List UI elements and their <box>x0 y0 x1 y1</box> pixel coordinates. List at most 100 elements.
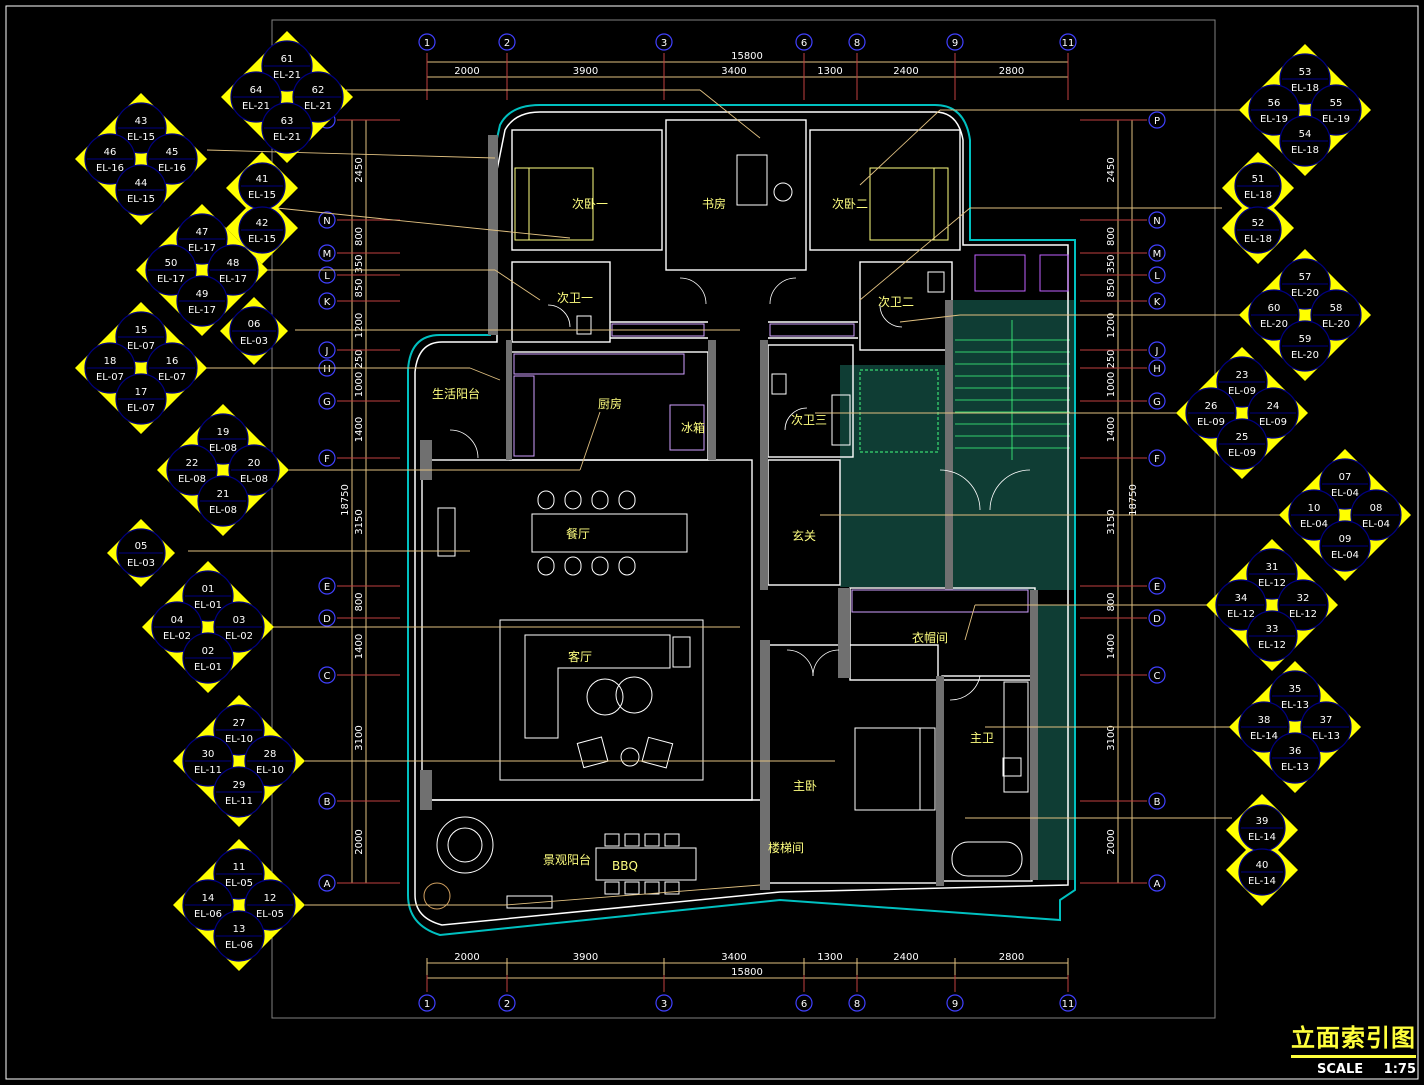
axis-label-row: M <box>323 249 332 260</box>
leader-lines <box>188 89 1280 906</box>
marker-code: EL-09 <box>1259 417 1287 428</box>
marker-number: 03 <box>233 615 246 626</box>
living-set <box>437 507 704 781</box>
marker-code: EL-08 <box>209 505 237 516</box>
marker-number: 30 <box>202 749 215 760</box>
axis-bubble <box>418 994 436 1012</box>
marker-number: 13 <box>233 924 246 935</box>
marker-number: 33 <box>1266 624 1279 635</box>
axis-bubble <box>1059 33 1077 51</box>
marker-number: 48 <box>227 258 240 269</box>
marker-code: EL-20 <box>1291 350 1319 361</box>
axis-label-col: 11 <box>1062 999 1075 1010</box>
axis-label-row: B <box>1154 797 1161 808</box>
axis-bubble <box>848 994 866 1012</box>
axis-bubble <box>318 211 336 229</box>
marker-number: 35 <box>1289 684 1302 695</box>
dim-segment: 350 <box>1106 254 1117 273</box>
marker-code: EL-17 <box>188 305 216 316</box>
dim-segment: 3400 <box>721 952 746 963</box>
marker-diamond <box>1279 449 1411 581</box>
marker-code: EL-17 <box>188 243 216 254</box>
dim-segment: 800 <box>354 592 365 611</box>
stair-top-box-1 <box>974 254 1026 292</box>
axis-bubble <box>1148 392 1166 410</box>
marker-number: 18 <box>104 356 117 367</box>
axis-label-row: L <box>1154 271 1160 282</box>
axis-bubble <box>1148 211 1166 229</box>
dim-segment: 250 <box>354 349 365 368</box>
marker-code: EL-08 <box>178 474 206 485</box>
marker-code: EL-21 <box>273 70 301 81</box>
marker-number: 40 <box>1256 860 1269 871</box>
axis-label-row: C <box>1154 671 1161 682</box>
axis-label-col: 2 <box>504 38 510 49</box>
axis-bubble <box>318 609 336 627</box>
marker-number: 49 <box>196 289 209 300</box>
marker-number: 64 <box>250 85 263 96</box>
axis-bubble <box>498 33 516 51</box>
marker-number: 39 <box>1256 816 1269 827</box>
marker-code: EL-17 <box>157 274 185 285</box>
marker-number: 36 <box>1289 746 1302 757</box>
plan-body <box>407 104 1076 937</box>
dim-segment: 1400 <box>1106 417 1117 442</box>
dim-segment: 2000 <box>1106 829 1117 854</box>
axis-label-row: A <box>1154 879 1161 890</box>
marker-code: EL-05 <box>256 909 284 920</box>
axis-bubble <box>655 994 673 1012</box>
dim-segment: 1300 <box>817 952 842 963</box>
marker-number: 06 <box>248 319 261 330</box>
axis-label-row: F <box>324 454 330 465</box>
marker-number: 56 <box>1268 98 1281 109</box>
room-label-fridge: 冰箱 <box>681 420 705 435</box>
marker-code: EL-07 <box>96 372 124 383</box>
title-block: 立面索引图 SCALE 1:75 <box>1291 1018 1416 1077</box>
marker-code: EL-12 <box>1258 578 1286 589</box>
axis-label-row: F <box>1154 454 1160 465</box>
marker-code: EL-13 <box>1312 731 1340 742</box>
bed-master <box>854 727 936 811</box>
door-swings <box>449 277 1031 701</box>
axis-bubble <box>318 392 336 410</box>
kitchen-cabinets <box>513 323 1029 613</box>
marker-code: EL-18 <box>1244 190 1272 201</box>
axis-label-row: B <box>324 797 331 808</box>
axis-bubble <box>498 994 516 1012</box>
axis-bubble <box>418 33 436 51</box>
marker-diamond <box>173 839 305 971</box>
marker-diamond <box>1239 249 1371 381</box>
marker-code: EL-20 <box>1260 319 1288 330</box>
axis-label-row: D <box>1153 614 1161 625</box>
axis-bubble <box>1148 577 1166 595</box>
marker-number: 57 <box>1299 272 1312 283</box>
study-chair <box>773 182 793 202</box>
marker-number: 37 <box>1320 715 1333 726</box>
room-label-bedroom2: 次卧一 <box>572 197 608 211</box>
marker-diamond <box>1239 44 1371 176</box>
dim-total: 15800 <box>731 51 763 62</box>
marker-code: EL-15 <box>127 132 155 143</box>
axis-bubble <box>795 33 813 51</box>
marker-code: EL-12 <box>1227 609 1255 620</box>
marker-code: EL-14 <box>1250 731 1278 742</box>
marker-diamond <box>173 695 305 827</box>
marker-number: 54 <box>1299 129 1312 140</box>
axis-bubble <box>1148 666 1166 684</box>
dim-segment: 3400 <box>721 66 746 77</box>
dim-segment: 2450 <box>354 157 365 182</box>
dim-segment: 1400 <box>354 417 365 442</box>
marker-code: EL-15 <box>248 234 276 245</box>
marker-number: 19 <box>217 427 230 438</box>
marker-number: 41 <box>256 174 269 185</box>
marker-number: 32 <box>1297 593 1310 604</box>
marker-code: EL-12 <box>1289 609 1317 620</box>
marker-diamond <box>157 404 289 536</box>
dim-segment: 850 <box>354 278 365 297</box>
marker-code: EL-02 <box>225 631 253 642</box>
